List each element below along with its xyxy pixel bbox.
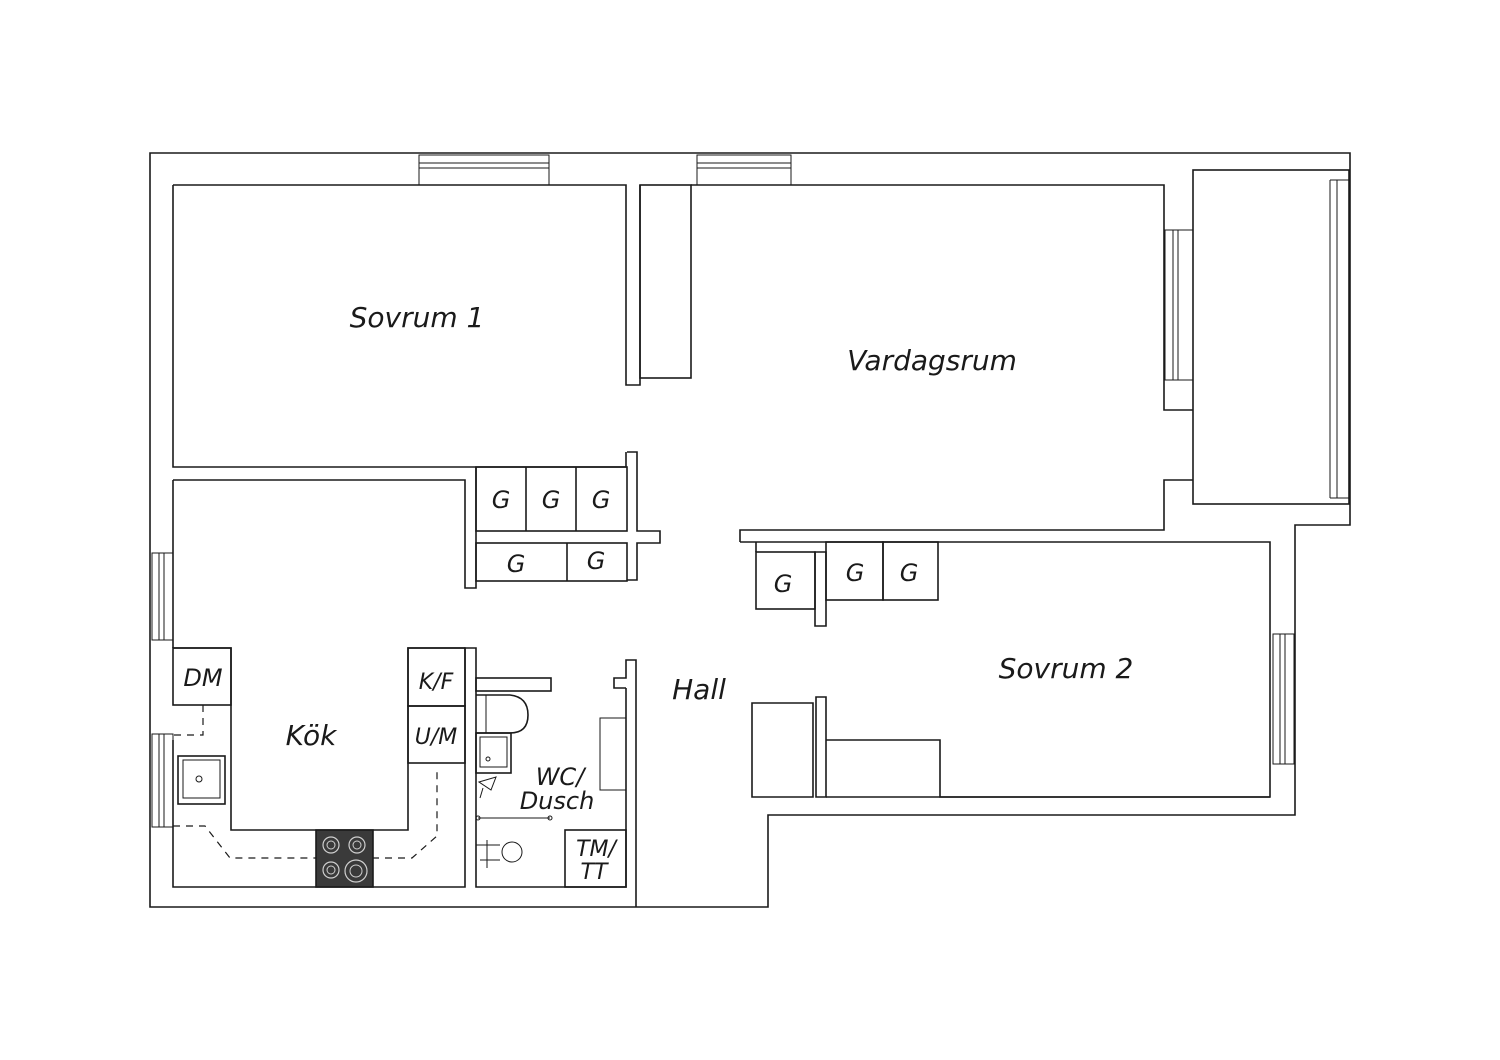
bathroom-sink-icon <box>475 732 512 774</box>
label-tt: TT <box>581 860 609 885</box>
window-sovrum-2 <box>1272 633 1295 765</box>
stove-icon <box>315 829 374 888</box>
closet-label: G <box>774 570 793 598</box>
closet-label: G <box>592 486 611 514</box>
washer-dryer <box>564 829 627 888</box>
shower-head-icon <box>476 840 523 868</box>
wall-vardagsrum <box>691 184 1193 542</box>
oven-microwave <box>407 705 466 764</box>
label-kf: K/F <box>419 670 454 695</box>
closet-label: G <box>507 550 526 578</box>
closet-group-right <box>740 541 1271 798</box>
dishwasher <box>172 647 232 706</box>
balcony-door-window <box>1164 229 1194 381</box>
closet-label: G <box>492 486 511 514</box>
room-label-vardagsrum: Vardagsrum <box>847 344 1017 377</box>
bathroom-shelf <box>475 677 552 692</box>
shower-rail <box>475 815 553 821</box>
window-top-bedroom <box>418 154 550 186</box>
room-label-hall: Hall <box>672 673 726 706</box>
room-label-sovrum-1: Sovrum 1 <box>350 301 485 334</box>
label-um: U/M <box>415 725 458 750</box>
label-dm: DM <box>183 664 222 692</box>
room-label-sovrum-2: Sovrum 2 <box>999 652 1134 685</box>
window-kok-1 <box>151 552 174 641</box>
room-label-wc: WC/ <box>536 763 587 791</box>
closet-label: G <box>846 559 865 587</box>
closet-label: G <box>587 547 606 575</box>
room-label-kok: Kök <box>286 719 338 752</box>
counter-edge-dashed <box>173 770 438 859</box>
label-tm: TM/ <box>576 837 618 862</box>
hair-dryer-icon <box>477 776 497 799</box>
window-kok-2 <box>151 733 174 828</box>
sink-icon <box>177 755 226 805</box>
wall-sovrum-2 <box>751 702 1270 798</box>
closet-label: G <box>542 486 561 514</box>
room-label-dusch: Dusch <box>520 787 595 815</box>
outer-wall <box>149 152 1351 908</box>
wall-hall-left <box>613 659 637 907</box>
hall-cabinet <box>599 717 627 791</box>
closet-group-left-top <box>475 451 661 581</box>
window-top-living <box>696 154 792 186</box>
closet-label: G <box>900 559 919 587</box>
wardrobe-top <box>639 184 692 379</box>
toilet-icon <box>476 694 529 734</box>
balcony <box>1192 169 1350 505</box>
wall-kok <box>172 467 627 888</box>
